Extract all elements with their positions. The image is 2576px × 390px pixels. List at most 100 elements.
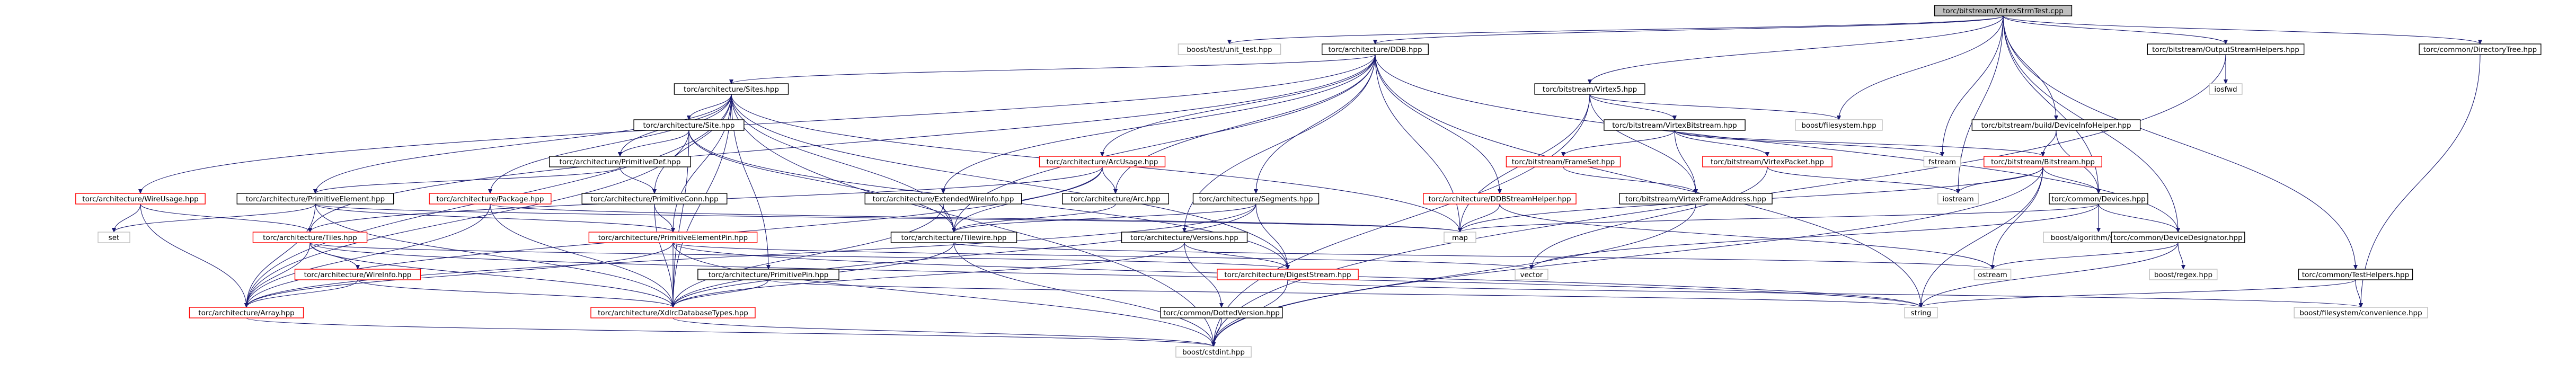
node-devices[interactable]: torc/common/Devices.hpp	[2049, 193, 2148, 205]
node-versions[interactable]: torc/architecture/Versions.hpp	[1121, 232, 1248, 243]
edge-ddb-to-versions	[1184, 54, 1376, 232]
edge-ddb-to-map	[1375, 54, 1460, 232]
edge-site-to-pdef	[620, 130, 689, 156]
node-package[interactable]: torc/architecture/Package.hpp	[429, 193, 552, 205]
node-fstream: fstream	[1923, 156, 1961, 167]
node-osh[interactable]: torc/bitstream/OutputStreamHelpers.hpp	[2147, 43, 2305, 55]
node-label-dotted: torc/common/DottedVersion.hpp	[1163, 309, 1280, 317]
node-box-extwire	[864, 193, 1022, 205]
node-frameset[interactable]: torc/bitstream/FrameSet.hpp	[1506, 156, 1621, 167]
node-box-osh	[2147, 43, 2305, 55]
edge-ddb-to-string	[1375, 54, 1921, 307]
node-dirtree[interactable]: torc/common/DirectoryTree.hpp	[2419, 43, 2542, 55]
node-box-tiles	[252, 232, 368, 243]
node-wireusage[interactable]: torc/architecture/WireUsage.hpp	[75, 193, 206, 205]
node-label-pconn: torc/architecture/PrimitiveConn.hpp	[590, 195, 718, 203]
edge-tiles-to-string	[309, 242, 1921, 307]
node-extwire[interactable]: torc/architecture/ExtendedWireInfo.hpp	[864, 193, 1022, 205]
edge-testhelpers-to-string	[1921, 279, 2356, 307]
edge-arc-to-tilewire	[954, 203, 1116, 232]
edge-sites-to-pepin	[673, 94, 732, 232]
node-pdef[interactable]: torc/architecture/PrimitiveDef.hpp	[549, 156, 691, 167]
edge-bitstream-to-ostream	[1993, 166, 2043, 269]
node-segments[interactable]: torc/architecture/Segments.hpp	[1192, 193, 1320, 205]
edge-devices-to-map	[1460, 203, 2099, 232]
node-unit_test: boost/test/unit_test.hpp	[1178, 43, 1281, 55]
edge-devdesig-to-ostream	[1993, 242, 2179, 269]
node-testhelpers[interactable]: torc/common/TestHelpers.hpp	[2298, 269, 2413, 280]
node-ppin[interactable]: torc/architecture/PrimitivePin.hpp	[697, 269, 839, 280]
edge-root-to-unit_test	[1229, 15, 2004, 44]
edge-ddb-to-arc	[1116, 54, 1376, 193]
node-vbitstream[interactable]: torc/bitstream/VirtexBitstream.hpp	[1604, 119, 1746, 131]
edge-pepin-to-cstdint	[672, 242, 1214, 347]
node-virtex5[interactable]: torc/bitstream/Virtex5.hpp	[1534, 83, 1645, 95]
node-pconn[interactable]: torc/architecture/PrimitiveConn.hpp	[581, 193, 728, 205]
edge-dirtree-to-bfsconv	[2361, 54, 2481, 307]
node-label-testhelpers: torc/common/TestHelpers.hpp	[2302, 271, 2409, 279]
node-box-frameset	[1506, 156, 1621, 167]
node-box-string	[1904, 307, 1938, 318]
node-vector: vector	[1515, 269, 1548, 280]
edge-vpacket-to-vector	[1532, 166, 1768, 269]
node-box-bfs	[1795, 119, 1883, 131]
edge-pelement-to-xdltypes	[315, 203, 673, 307]
edge-pepin-to-array	[246, 242, 674, 307]
node-box-package	[429, 193, 552, 205]
edge-frameset-to-vfaddr	[1563, 166, 1696, 193]
node-box-digest	[1217, 269, 1359, 280]
edge-wireusage-to-set	[114, 203, 141, 232]
edge-ddb-to-tiles	[310, 54, 1376, 232]
node-label-extwire: torc/architecture/ExtendedWireInfo.hpp	[873, 195, 1014, 203]
edge-segments-to-tilewire	[954, 203, 1256, 232]
node-devdesig[interactable]: torc/common/DeviceDesignator.hpp	[2111, 232, 2245, 243]
node-vpacket[interactable]: torc/bitstream/VirtexPacket.hpp	[1702, 156, 1833, 167]
node-label-array: torc/architecture/Array.hpp	[198, 309, 294, 317]
node-vfaddr[interactable]: torc/bitstream/VirtexFrameAddress.hpp	[1619, 193, 1773, 205]
node-label-dirtree: torc/common/DirectoryTree.hpp	[2423, 46, 2537, 54]
node-tilewire[interactable]: torc/architecture/Tilewire.hpp	[890, 232, 1017, 243]
edge-devdesig-to-string	[1921, 242, 2179, 307]
node-label-virtex5: torc/bitstream/Virtex5.hpp	[1543, 85, 1637, 94]
node-ddbsh[interactable]: torc/architecture/DDBStreamHelper.hpp	[1423, 193, 1577, 205]
edge-devices-to-vector	[1532, 203, 2099, 269]
node-arc[interactable]: torc/architecture/Arc.hpp	[1062, 193, 1169, 205]
node-box-vpacket	[1702, 156, 1833, 167]
edge-sites-to-site	[689, 94, 732, 120]
edge-root-to-testhelpers	[2003, 15, 2356, 269]
node-box-devdesig	[2111, 232, 2245, 243]
node-pelement[interactable]: torc/architecture/PrimitiveElement.hpp	[236, 193, 394, 205]
node-tiles[interactable]: torc/architecture/Tiles.hpp	[252, 232, 368, 243]
node-digest[interactable]: torc/architecture/DigestStream.hpp	[1217, 269, 1359, 280]
node-sites[interactable]: torc/architecture/Sites.hpp	[674, 83, 789, 95]
node-site[interactable]: torc/architecture/Site.hpp	[633, 119, 745, 131]
node-bfs: boost/filesystem.hpp	[1795, 119, 1883, 131]
node-arcusage[interactable]: torc/architecture/ArcUsage.hpp	[1039, 156, 1166, 167]
edge-vbitstream-to-bitstream	[1674, 130, 2043, 156]
node-devhelper[interactable]: torc/bitstream/build/DeviceInfoHelper.hp…	[1971, 119, 2141, 131]
node-box-iostream	[1937, 193, 1979, 205]
node-bitstream[interactable]: torc/bitstream/Bitstream.hpp	[1984, 156, 2102, 167]
node-box-bitstream	[1984, 156, 2102, 167]
node-xdltypes[interactable]: torc/architecture/XdlrcDatabaseTypes.hpp	[590, 307, 756, 318]
edge-wireusage-to-array	[140, 203, 246, 307]
node-label-bfs: boost/filesystem.hpp	[1801, 121, 1876, 130]
node-dotted[interactable]: torc/common/DottedVersion.hpp	[1160, 307, 1283, 318]
node-array[interactable]: torc/architecture/Array.hpp	[189, 307, 304, 318]
edge-virtex5-to-vbitstream	[1589, 94, 1675, 120]
node-ddb[interactable]: torc/architecture/DDB.hpp	[1322, 43, 1429, 55]
edge-wireusage-to-tiles	[140, 203, 310, 232]
node-label-osh: torc/bitstream/OutputStreamHelpers.hpp	[2152, 46, 2299, 54]
node-pepin[interactable]: torc/architecture/PrimitiveElementPin.hp…	[588, 232, 758, 243]
node-wireinfo[interactable]: torc/architecture/WireInfo.hpp	[294, 269, 421, 280]
node-box-dotted	[1160, 307, 1283, 318]
edge-root-to-devhelper	[2003, 15, 2056, 120]
node-box-wireinfo	[294, 269, 421, 280]
edge-extwire-to-tilewire	[943, 203, 954, 232]
node-box-testhelpers	[2298, 269, 2413, 280]
edge-ddb-to-sites	[731, 54, 1376, 84]
node-label-root: torc/bitstream/VirtexStrmTest.cpp	[1943, 7, 2064, 15]
edge-versions-to-digest	[1184, 242, 1288, 269]
node-string: string	[1904, 307, 1938, 318]
edge-digest-to-bfsconv	[1287, 279, 2361, 307]
